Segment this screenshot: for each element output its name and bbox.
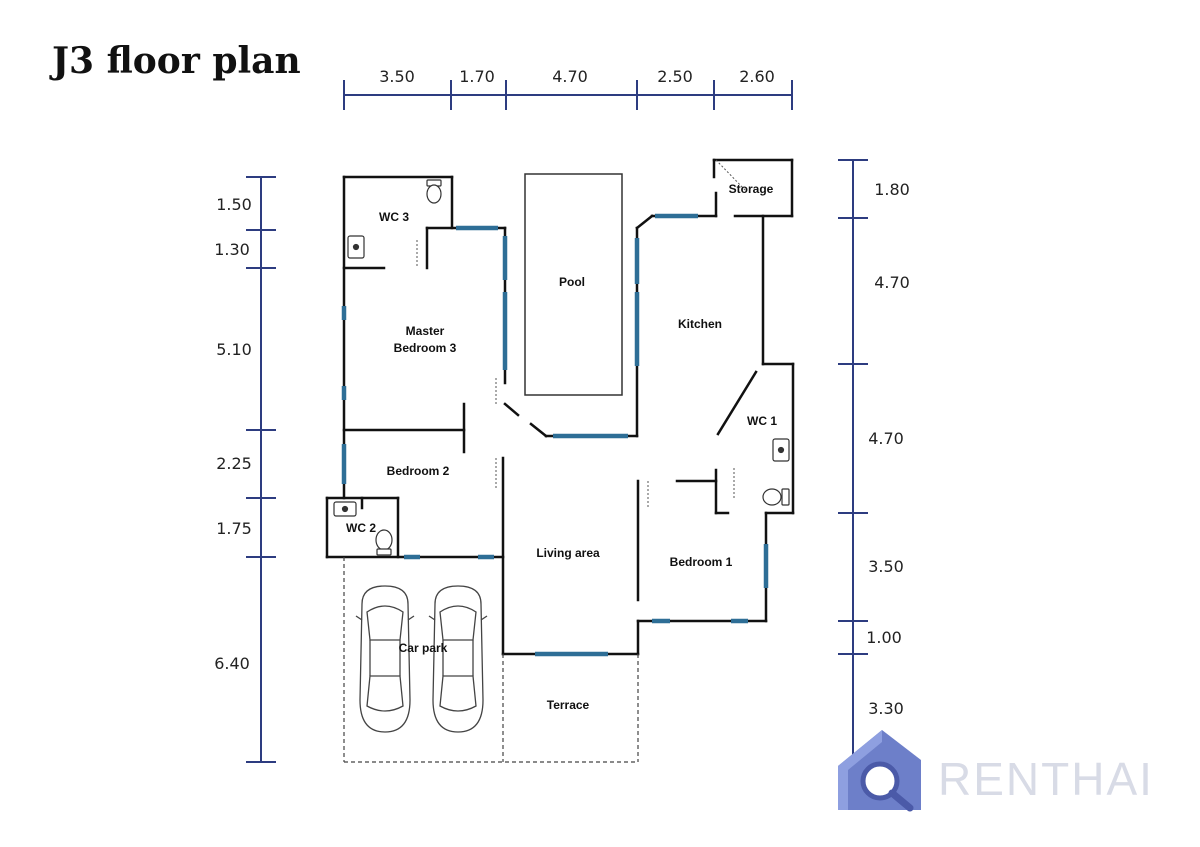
house-search-logo-icon: [838, 730, 921, 812]
watermark-text: RENTHAI: [938, 753, 1154, 805]
top-dim-label: 2.50: [657, 67, 693, 86]
room-label-bedroom1: Bedroom 1: [670, 555, 733, 569]
pool-outline: [524, 173, 623, 396]
sink-icon: [333, 501, 357, 517]
top-dim-label: 4.70: [552, 67, 588, 86]
top-dim-label: 3.50: [379, 67, 415, 86]
room-label-master-line1: Master: [406, 324, 445, 338]
right-dim-label: 3.50: [868, 557, 904, 576]
right-dim-label: 4.70: [868, 429, 904, 448]
room-label-storage: Storage: [729, 182, 774, 196]
sink-icon: [772, 438, 790, 462]
door-markers: [416, 159, 746, 508]
toilet-icon: [426, 179, 442, 204]
room-label-wc1: WC 1: [747, 414, 777, 428]
toilet-icon: [375, 529, 393, 556]
top-dim-label: 2.60: [739, 67, 775, 86]
left-dimension-line: [246, 176, 276, 763]
room-label-kitchen: Kitchen: [678, 317, 722, 331]
car-icon: [428, 585, 488, 733]
room-label-master-line2: Bedroom 3: [394, 341, 457, 355]
left-dim-label: 1.30: [214, 240, 250, 259]
room-label-carpark: Car park: [399, 641, 448, 655]
right-dim-label: 4.70: [874, 273, 910, 292]
room-label-wc2: WC 2: [346, 521, 376, 535]
room-label-wc3: WC 3: [379, 210, 409, 224]
right-dim-label: 1.80: [874, 180, 910, 199]
left-dim-label: 2.25: [216, 454, 252, 473]
walls: [325, 158, 795, 656]
page-title: J3 floor plan: [49, 40, 301, 82]
right-dimension-line: [838, 159, 868, 762]
right-dim-label: 1.00: [866, 628, 902, 647]
right-dim-label: 3.30: [868, 699, 904, 718]
left-dim-label: 6.40: [214, 654, 250, 673]
sink-icon: [347, 235, 365, 259]
left-dim-label: 1.75: [216, 519, 252, 538]
left-dim-label: 5.10: [216, 340, 252, 359]
left-dim-label: 1.50: [216, 195, 252, 214]
windows: [341, 213, 769, 657]
room-label-bedroom2: Bedroom 2: [387, 464, 450, 478]
room-label-pool: Pool: [559, 275, 585, 289]
top-dim-label: 1.70: [459, 67, 495, 86]
carpark-outline: [343, 557, 639, 763]
car-icon: [355, 585, 415, 733]
room-label-terrace: Terrace: [547, 698, 590, 712]
toilet-icon: [762, 488, 790, 506]
room-label-living: Living area: [536, 546, 600, 560]
top-dimension-line: [343, 80, 793, 110]
